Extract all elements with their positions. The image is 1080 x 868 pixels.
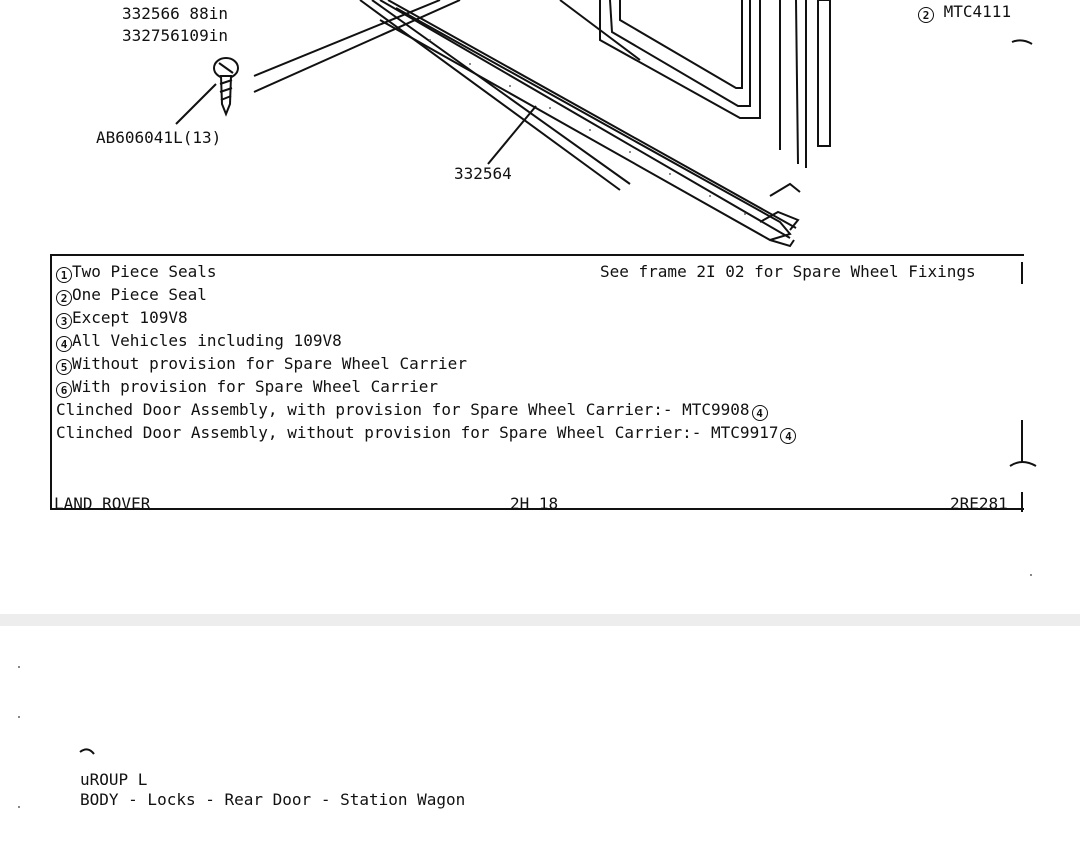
- rear-door-seal-illustration: [175, 0, 1033, 248]
- group-heading: uROUP L: [80, 770, 148, 789]
- note-marker: 6: [56, 382, 72, 398]
- note-marker: 3: [56, 313, 72, 329]
- box-corner-mark: [1009, 461, 1037, 467]
- box-right-edge-mid: [1021, 420, 1023, 462]
- catalog-page: 332566 88in 332756109in AB606041L(13) 33…: [50, 0, 1037, 576]
- screw-icon: [213, 57, 239, 117]
- scan-speck: [1030, 574, 1032, 576]
- box-right-edge-bottom: [1021, 492, 1023, 512]
- callout-bottom-seal: 332564: [454, 164, 512, 183]
- callout-seal-88: 332566 88in: [122, 4, 228, 23]
- see-frame-note: See frame 2I 02 for Spare Wheel Fixings: [600, 262, 976, 281]
- section-title: BODY - Locks - Rear Door - Station Wagon: [80, 790, 466, 809]
- catalog-page-next: uROUP L BODY - Locks - Rear Door - Stati…: [0, 626, 1080, 868]
- note-marker: 4: [751, 405, 768, 421]
- note-marker: 5: [56, 359, 72, 375]
- footer-page-number: 2H 18: [510, 494, 559, 513]
- callout-seal-109: 332756109in: [122, 26, 228, 45]
- footer-brand: LAND ROVER: [54, 494, 151, 513]
- callout-right-seal: 2 MTC4111: [918, 2, 1011, 23]
- clinched-door-without-carrier: Clinched Door Assembly, without provisio…: [56, 423, 797, 444]
- scan-speck: [18, 806, 20, 808]
- note-marker: 1: [56, 267, 72, 283]
- footer-code: 2RE281: [950, 494, 1008, 513]
- note-marker: 4: [56, 336, 72, 352]
- box-right-edge-top: [1021, 262, 1023, 284]
- clinched-door-with-carrier: Clinched Door Assembly, with provision f…: [56, 400, 768, 421]
- note-marker: 4: [780, 428, 797, 444]
- note-marker: 2: [918, 7, 934, 23]
- scan-speck: [18, 716, 20, 718]
- right-seal-part: MTC4111: [943, 2, 1012, 21]
- note-marker: 2: [56, 290, 72, 306]
- scan-speck: [18, 666, 20, 668]
- scan-mark: [79, 748, 95, 755]
- callout-screw: AB606041L(13): [96, 128, 222, 147]
- page-separator: [0, 614, 1080, 626]
